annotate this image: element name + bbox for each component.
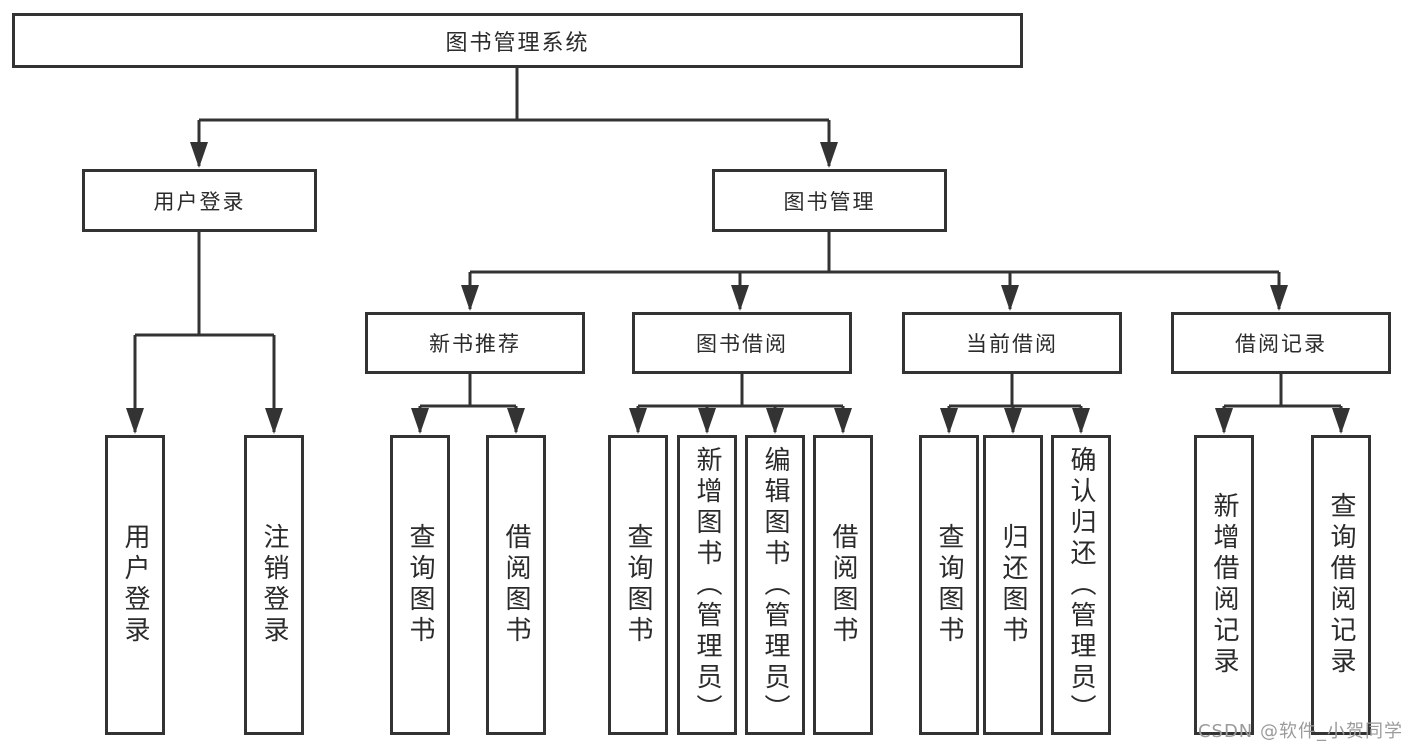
node-current-borrowing: 当前借阅 <box>902 312 1122 374</box>
leaf-logout: 注销登录 <box>244 435 304 735</box>
connector-borrow-records-trunk <box>1224 374 1341 408</box>
leaf-query-books-2: 查询图书 <box>608 435 668 735</box>
node-user-login: 用户登录 <box>82 169 317 232</box>
leaf-borrow-books-2: 借阅图书 <box>813 435 873 735</box>
node-library-management-system: 图书管理系统 <box>12 13 1023 68</box>
leaf-confirm-return-admin: 确认归还（管理员） <box>1051 435 1111 735</box>
leaf-edit-book-admin: 编辑图书（管理员） <box>745 435 805 735</box>
leaf-add-borrow-record: 新增借阅记录 <box>1194 435 1254 735</box>
node-book-management: 图书管理 <box>712 169 947 232</box>
connector-book-borrow-trunk <box>638 374 843 408</box>
connector-new-book-trunk <box>420 374 516 408</box>
node-book-borrowing: 图书借阅 <box>632 312 852 374</box>
leaf-user-login: 用户登录 <box>105 435 165 735</box>
leaf-borrow-books-1: 借阅图书 <box>486 435 546 735</box>
node-new-book-recommendation: 新书推荐 <box>365 312 585 374</box>
node-borrowing-records: 借阅记录 <box>1171 312 1391 374</box>
leaf-return-books: 归还图书 <box>983 435 1043 735</box>
connector-root-trunk <box>199 68 829 122</box>
csdn-watermark: CSDN @软件_小贺同学 <box>1197 721 1403 742</box>
leaf-add-book-admin: 新增图书（管理员） <box>677 435 737 735</box>
connector-user-login-trunk <box>135 232 274 337</box>
leaf-query-books-1: 查询图书 <box>390 435 450 735</box>
leaf-query-books-3: 查询图书 <box>919 435 979 735</box>
connector-book-management-trunk <box>470 232 1279 274</box>
leaf-query-borrow-record: 查询借阅记录 <box>1311 435 1371 735</box>
connector-current-borrow-trunk <box>949 374 1081 408</box>
